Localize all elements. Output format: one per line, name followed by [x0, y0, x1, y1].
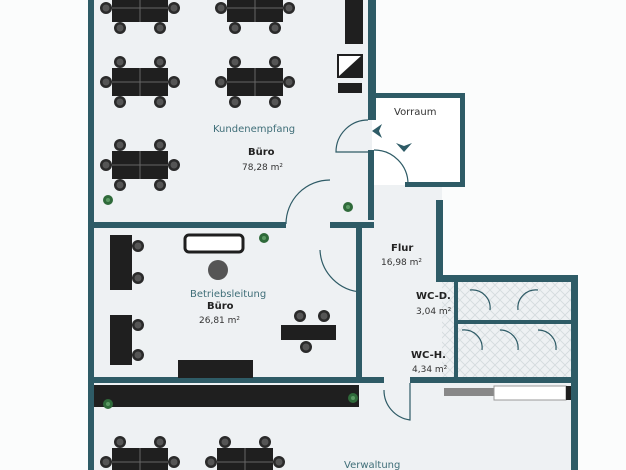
room-name-wc-h: WC-H. — [411, 350, 446, 361]
room-function-kundenempfang: Kundenempfang — [213, 124, 296, 135]
room-name-kundenempfang: Büro — [248, 147, 275, 158]
walls — [88, 0, 578, 470]
room-area-betriebsleitung: 26,81 m² — [199, 316, 241, 326]
arrow-down-icon — [396, 143, 412, 152]
room-name-flur: Flur — [391, 243, 414, 254]
room-area-wc-h: 4,34 m² — [412, 365, 448, 375]
room-name-betriebsleitung: Büro — [207, 301, 234, 312]
room-function-verwaltung: Verwaltung — [344, 460, 401, 470]
room-function-betriebsleitung: Betriebsleitung — [190, 289, 267, 300]
betriebsleitung-furniture — [94, 233, 359, 407]
kitchenette — [444, 385, 571, 401]
cabinets — [337, 0, 363, 93]
room-area-flur: 16,98 m² — [381, 258, 423, 268]
room-area-wc-d: 3,04 m² — [416, 307, 452, 317]
room-name-vorraum: Vorraum — [394, 107, 437, 118]
arrow-left-icon — [372, 124, 382, 138]
doors — [285, 119, 557, 421]
room-area-kundenempfang: 78,28 m² — [242, 163, 284, 173]
room-name-wc-d: WC-D. — [416, 291, 451, 302]
